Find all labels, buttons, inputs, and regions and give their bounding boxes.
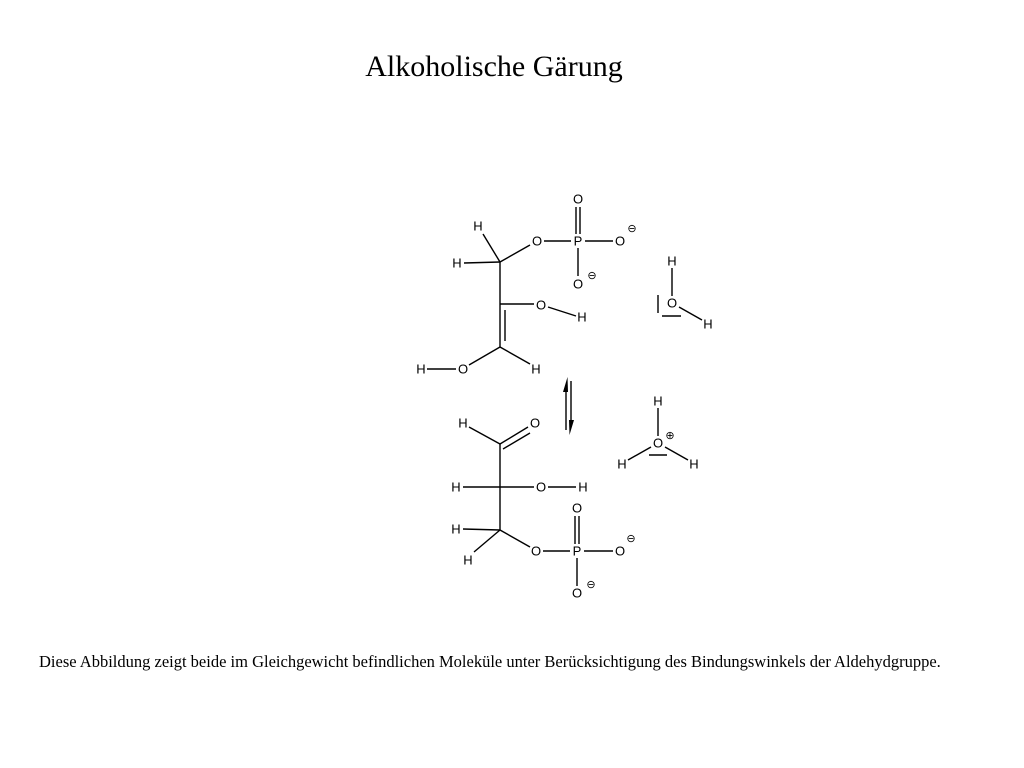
negative-charge-icon: ⊖ [586, 579, 595, 591]
slide-title: Alkoholische Gärung [365, 50, 623, 83]
atom-o: O [573, 192, 583, 207]
slide-caption: Diese Abbildung zeigt beide im Gleichgew… [39, 652, 941, 671]
bond-double [502, 432, 531, 450]
atom-h: H [473, 219, 482, 234]
atom-h: H [451, 522, 460, 537]
atom-h: H [703, 317, 712, 332]
atom-o: O [572, 586, 582, 601]
atom-h: H [689, 457, 698, 472]
positive-charge-icon: ⊕ [665, 430, 674, 442]
atom-o: O [536, 298, 546, 313]
atom-h: H [451, 480, 460, 495]
arrow-down-head [569, 420, 574, 435]
atom-h: H [617, 457, 626, 472]
bond [678, 306, 703, 321]
atom-p: P [574, 234, 583, 249]
atom-o: O [531, 544, 541, 559]
bond [462, 528, 501, 531]
atom-o: O [653, 436, 663, 451]
bond [499, 346, 531, 365]
bond-double [499, 426, 529, 445]
bond [463, 261, 501, 264]
hydronium-molecule: H O ⊕ H H [617, 394, 698, 472]
enediol-molecule: H H O P O O ⊖ O ⊖ O H O H H [416, 192, 636, 377]
negative-charge-icon: ⊖ [626, 533, 635, 545]
bond [499, 529, 531, 548]
atom-h: H [578, 480, 587, 495]
atom-h: H [458, 416, 467, 431]
atom-h: H [577, 310, 586, 325]
atom-p: P [573, 544, 582, 559]
atom-o: O [458, 362, 468, 377]
bond [468, 426, 501, 445]
atom-h: H [416, 362, 425, 377]
bond [482, 233, 501, 263]
atom-h: H [452, 256, 461, 271]
negative-charge-icon: ⊖ [587, 270, 596, 282]
bond [499, 244, 531, 263]
bond [627, 446, 652, 461]
aldehyde-molecule: H O H O H H H O P O O ⊖ O ⊖ [451, 416, 635, 601]
atom-h: H [667, 254, 676, 269]
atom-h: H [463, 553, 472, 568]
atom-o: O [532, 234, 542, 249]
water-molecule: H O H [657, 254, 713, 332]
bond [473, 529, 501, 553]
atom-o: O [615, 544, 625, 559]
bond [664, 446, 689, 461]
atom-o: O [572, 501, 582, 516]
atom-o: O [530, 416, 540, 431]
atom-h: H [531, 362, 540, 377]
atom-o: O [536, 480, 546, 495]
bond [468, 346, 501, 366]
atom-o: O [667, 296, 677, 311]
bond [547, 306, 577, 317]
negative-charge-icon: ⊖ [627, 223, 636, 235]
arrow-up-head [563, 377, 568, 392]
equilibrium-arrow-icon [563, 377, 574, 435]
atom-o: O [615, 234, 625, 249]
atom-h: H [653, 394, 662, 409]
atom-o: O [573, 277, 583, 292]
